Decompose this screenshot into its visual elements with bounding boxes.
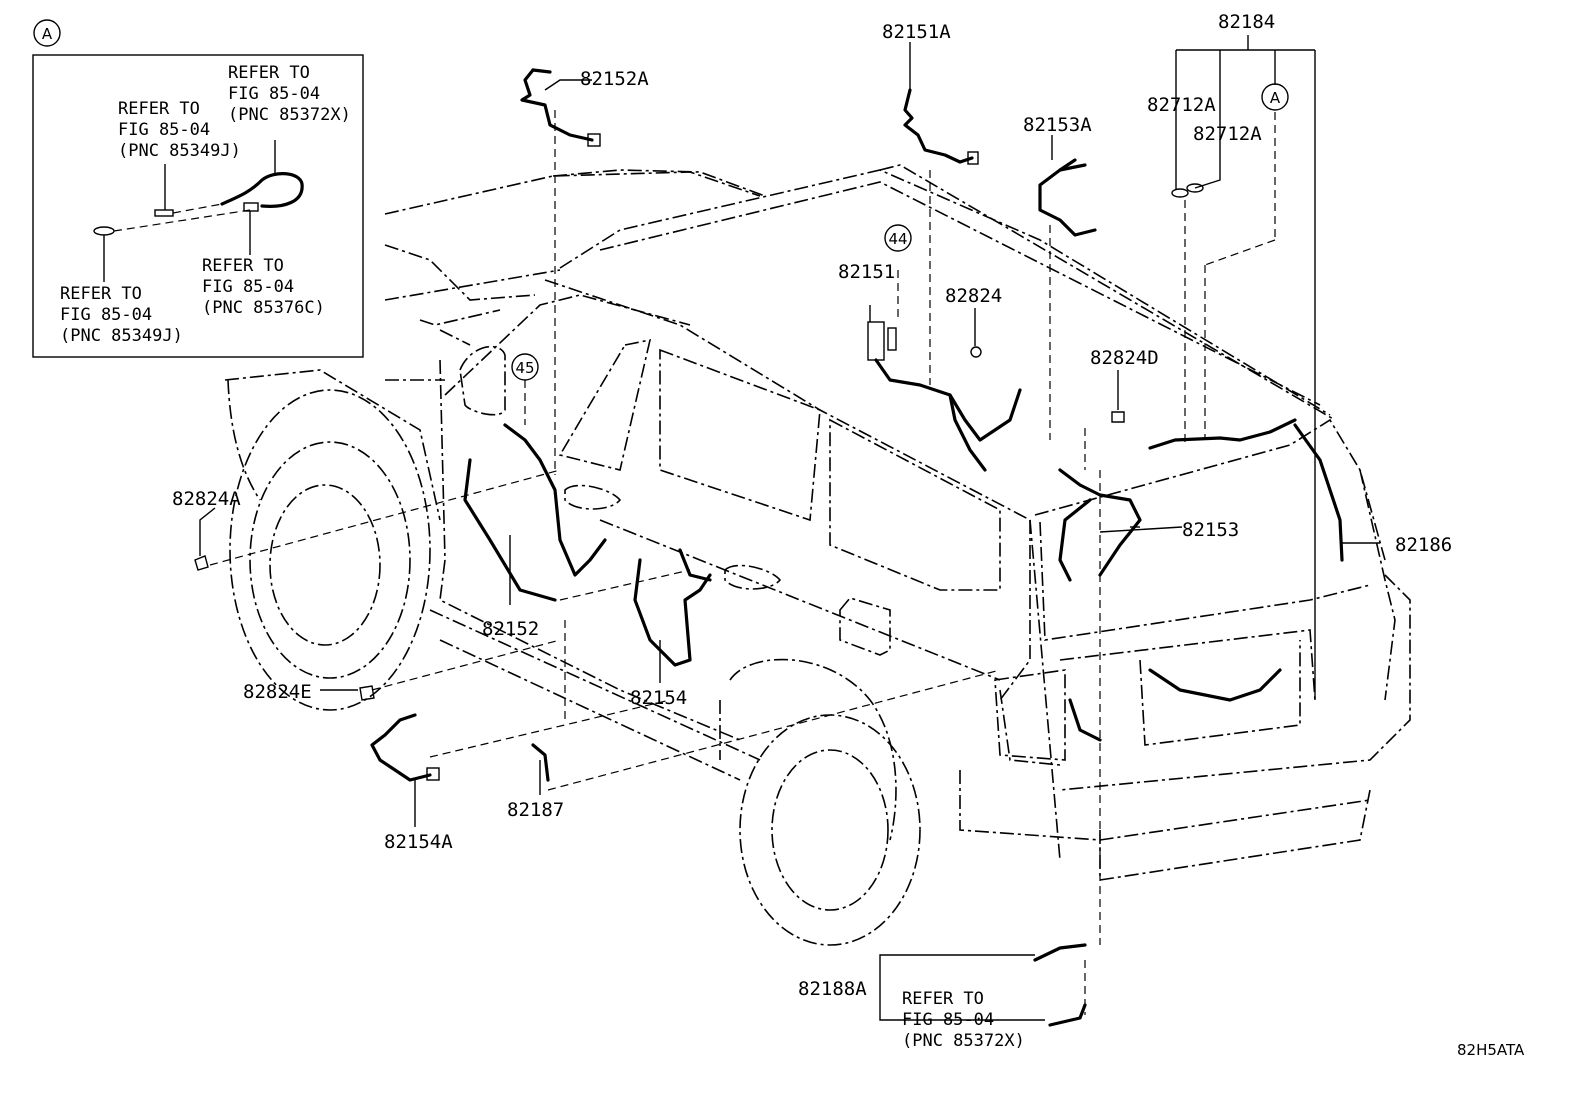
bottom-reference-note: REFER TO FIG 85-04 (PNC 85372X) [902, 989, 1025, 1051]
label-82187: 82187 [507, 799, 564, 821]
inset-ref-3: REFER TO FIG 85-04 (PNC 85376C) [202, 256, 325, 318]
marker-45: 45 [511, 353, 539, 381]
clip-82824 [970, 346, 982, 358]
harness-82153A [1038, 158, 1097, 237]
label-82154A: 82154A [384, 831, 453, 853]
harness-82151A [903, 88, 979, 165]
svg-text:FIG 85-04: FIG 85-04 [202, 277, 294, 297]
label-82154: 82154 [630, 687, 687, 709]
svg-text:REFER TO: REFER TO [118, 99, 200, 119]
rear-gate-harness [1068, 668, 1282, 742]
svg-text:REFER TO: REFER TO [902, 989, 984, 1009]
svg-text:(PNC 85372X): (PNC 85372X) [228, 105, 351, 125]
inset-ref-1: REFER TO FIG 85-04 (PNC 85372X) [228, 63, 351, 125]
inset-marker-label: A [42, 25, 53, 43]
harness-82151 [867, 321, 1022, 472]
inset-ref-4: REFER TO FIG 85-04 (PNC 85349J) [60, 284, 183, 346]
label-82153: 82153 [1182, 519, 1239, 541]
leader-lines [199, 35, 1380, 1021]
svg-text:FIG 85-04: FIG 85-04 [60, 305, 152, 325]
harness-82152A [520, 68, 601, 147]
part-82712A [1171, 183, 1204, 198]
svg-text:FIG 85-04: FIG 85-04 [902, 1010, 994, 1030]
vehicle-body [224, 164, 1411, 946]
inset-connector-2 [243, 202, 259, 212]
harness-82152 [463, 423, 607, 602]
svg-text:45: 45 [515, 359, 534, 377]
marker-44: 44 [884, 224, 912, 252]
label-82184: 82184 [1218, 11, 1275, 33]
label-82824E: 82824E [243, 681, 312, 703]
harness-82153 [1058, 418, 1344, 582]
inset-harness [220, 172, 304, 208]
label-82153A: 82153A [1023, 114, 1092, 136]
inset-ref-2: REFER TO FIG 85-04 (PNC 85349J) [118, 99, 241, 161]
svg-text:REFER TO: REFER TO [60, 284, 142, 304]
harness-82188A [1033, 943, 1087, 1027]
label-82152: 82152 [482, 618, 539, 640]
clip-82824A [194, 555, 209, 571]
svg-text:REFER TO: REFER TO [202, 256, 284, 276]
clip-82824D [1111, 411, 1125, 423]
svg-text:FIG 85-04: FIG 85-04 [118, 120, 210, 140]
inset-a: A REFER TO FIG 85-04 (PNC 85372X) REFER … [32, 19, 364, 358]
inset-connector-3 [93, 226, 115, 236]
clip-82824E [359, 685, 375, 701]
svg-text:(PNC 85372X): (PNC 85372X) [902, 1031, 1025, 1051]
harness-82154 [633, 548, 712, 667]
label-82186: 82186 [1395, 534, 1452, 556]
svg-text:(PNC 85349J): (PNC 85349J) [60, 326, 183, 346]
diagram-code: 82H5ATA [1457, 1041, 1525, 1059]
svg-text:REFER TO: REFER TO [228, 63, 310, 83]
inset-connector-1 [154, 209, 174, 217]
svg-text:FIG 85-04: FIG 85-04 [228, 84, 320, 104]
svg-text:A: A [1270, 89, 1281, 107]
marker-a: A [1261, 83, 1289, 111]
label-82188A: 82188A [798, 978, 867, 1000]
svg-text:(PNC 85349J): (PNC 85349J) [118, 141, 241, 161]
label-82151: 82151 [838, 261, 895, 283]
label-82824A: 82824A [172, 488, 241, 510]
label-82152A: 82152A [580, 68, 649, 90]
label-82712A-2: 82712A [1193, 123, 1262, 145]
inset-frame [32, 54, 364, 358]
svg-text:(PNC 85376C): (PNC 85376C) [202, 298, 325, 318]
harness-82154A [370, 713, 440, 782]
label-82824D: 82824D [1090, 347, 1159, 369]
label-82151A: 82151A [882, 21, 951, 43]
svg-text:44: 44 [888, 230, 907, 248]
inset-marker-circle [33, 19, 61, 47]
part-82187 [531, 743, 550, 782]
label-82824: 82824 [945, 285, 1002, 307]
label-82712A-1: 82712A [1147, 94, 1216, 116]
